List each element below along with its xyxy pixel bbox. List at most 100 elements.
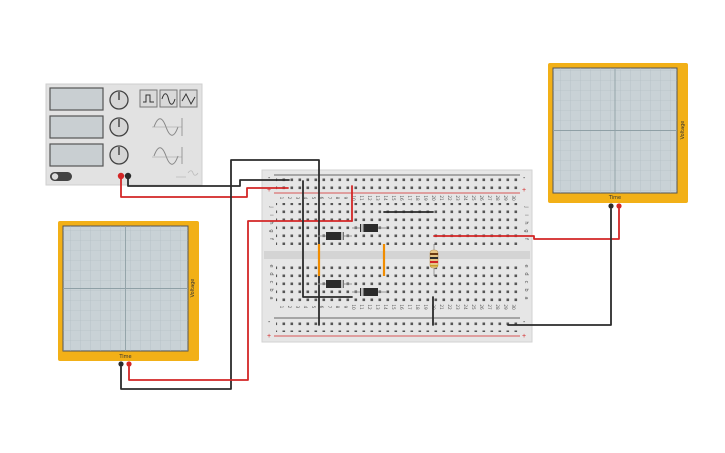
triangle-wave-icon (181, 92, 196, 106)
diode-4[interactable] (352, 288, 386, 296)
row-letter: f (268, 238, 274, 240)
wire-right-scope-positive[interactable] (433, 208, 620, 240)
bottom-rail-plus-label-right: + (522, 333, 526, 340)
column-number: 9 (343, 306, 348, 309)
wire-left-scope-negative[interactable] (120, 159, 320, 390)
column-number: 2 (287, 197, 292, 200)
wire-breadboard-vertical-black[interactable] (302, 180, 353, 298)
offset-knob[interactable] (109, 145, 129, 165)
center-channel (264, 251, 530, 259)
column-number: 8 (335, 197, 340, 200)
column-number: 2 (287, 306, 292, 309)
frequency-knob[interactable] (109, 90, 129, 110)
row-letter: i (268, 214, 274, 215)
oscilloscope-right[interactable]: Time Voltage (548, 63, 688, 209)
triangle-wave-button[interactable] (179, 89, 198, 108)
bottom-rail-minus-label-right: - (523, 319, 526, 326)
wire-generator-positive[interactable] (120, 178, 289, 198)
column-number: 15 (391, 195, 396, 201)
wire-generator-negative[interactable] (127, 178, 290, 187)
generator-positive-terminal[interactable] (117, 172, 125, 180)
generator-negative-terminal[interactable] (124, 172, 132, 180)
column-number: 5 (311, 197, 316, 200)
column-number: 23 (455, 304, 460, 310)
column-number: 18 (415, 304, 420, 310)
oscilloscope-left-negative-terminal[interactable] (118, 361, 124, 367)
top-power-rail[interactable]: - + - + (267, 174, 526, 194)
column-number: 14 (383, 304, 388, 310)
column-number: 11 (359, 195, 364, 201)
column-number: 16 (399, 195, 404, 201)
column-number: 11 (359, 304, 364, 310)
oscilloscope-right-y-label: Voltage (680, 121, 686, 140)
amplitude-knob[interactable] (109, 117, 129, 137)
top-rail-minus-label-right: - (523, 175, 526, 182)
column-number: 22 (447, 304, 452, 310)
diode-1[interactable] (318, 232, 352, 240)
column-number: 8 (335, 306, 340, 309)
terminal-strip-top[interactable] (276, 203, 520, 245)
row-letter: e (268, 264, 274, 267)
column-number: 29 (503, 304, 508, 310)
generator-display-offset (49, 143, 104, 167)
row-letter: d (268, 272, 274, 275)
column-number: 29 (503, 195, 508, 201)
generator-display-frequency (49, 87, 104, 111)
column-number: 24 (463, 304, 468, 310)
oscilloscope-right-x-label: Time (608, 195, 621, 201)
column-number: 25 (471, 304, 476, 310)
row-letter: g (268, 229, 274, 232)
column-number: 13 (375, 304, 380, 310)
column-number: 4 (303, 197, 308, 200)
column-number: 7 (327, 306, 332, 309)
column-number: 16 (399, 304, 404, 310)
column-number: 20 (431, 195, 436, 201)
generator-display-amplitude (49, 115, 104, 139)
bottom-power-rail[interactable]: - + - + (267, 317, 526, 340)
column-number: 26 (479, 304, 484, 310)
oscilloscope-left-positive-terminal[interactable] (126, 361, 132, 367)
row-letter: i (523, 214, 529, 215)
column-number: 7 (327, 197, 332, 200)
bottom-rail-minus-label-left: - (268, 319, 271, 326)
square-wave-button[interactable] (139, 89, 158, 108)
row-letter: h (268, 221, 274, 224)
sine-preview-icon (152, 118, 183, 136)
column-number: 22 (447, 195, 452, 201)
column-number: 17 (407, 195, 412, 201)
top-rail-plus-label-right: + (522, 187, 526, 194)
row-letter: d (523, 272, 529, 275)
column-number: 10 (351, 195, 356, 201)
row-letter: j (523, 205, 529, 207)
sine-wave-button[interactable] (159, 89, 178, 108)
row-letter: a (523, 296, 529, 299)
diode-2[interactable] (352, 224, 386, 232)
column-number: 9 (343, 197, 348, 200)
diode-3[interactable] (318, 280, 352, 288)
resistor[interactable] (429, 244, 439, 276)
column-number: 18 (415, 195, 420, 201)
column-number: 14 (383, 195, 388, 201)
row-letter: c (268, 281, 274, 284)
oscilloscope-right-negative-terminal[interactable] (608, 203, 614, 209)
column-number: 13 (375, 195, 380, 201)
column-number: 17 (407, 304, 412, 310)
column-number: 23 (455, 195, 460, 201)
column-number: 6 (319, 306, 324, 309)
wire-right-scope-negative[interactable] (507, 208, 612, 326)
column-number: 28 (495, 195, 500, 201)
column-number: 21 (439, 304, 444, 310)
function-generator[interactable] (45, 83, 203, 186)
power-switch[interactable] (50, 172, 72, 181)
wires[interactable] (120, 159, 620, 390)
row-letter: c (523, 281, 529, 284)
oscilloscope-left[interactable]: Time Voltage (58, 221, 199, 367)
components[interactable] (317, 224, 439, 296)
wire-left-scope-positive[interactable] (128, 220, 353, 381)
top-rail-plus-label-left: + (267, 187, 271, 194)
oscilloscope-right-positive-terminal[interactable] (616, 203, 622, 209)
column-number: 4 (303, 306, 308, 309)
